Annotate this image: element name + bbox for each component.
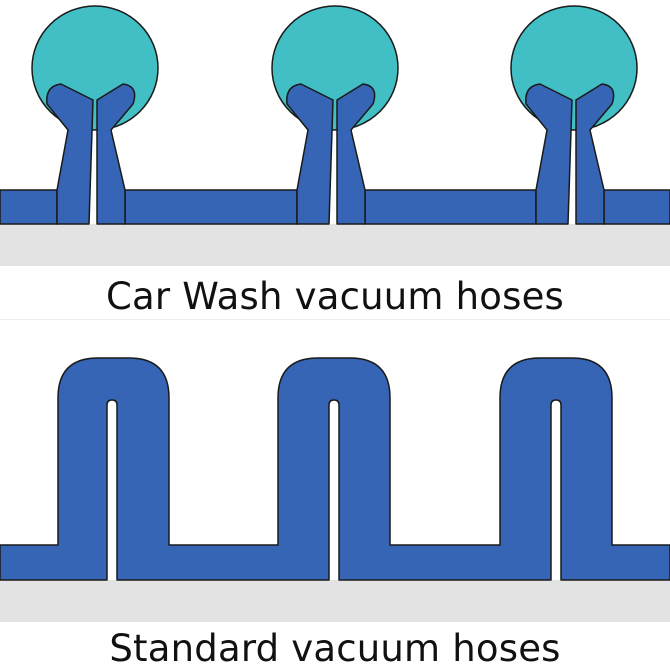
- fork-left-2: [286, 83, 334, 225]
- hose-bulb-2: [271, 5, 399, 131]
- standard-hose-profile: [0, 357, 670, 581]
- floor-band: [0, 224, 670, 266]
- fork-right-1: [96, 83, 136, 225]
- hose-bulb-1: [31, 5, 159, 131]
- fork-right-2: [336, 83, 376, 225]
- fork-left-1: [46, 83, 94, 225]
- hose-base-segment-4: [603, 189, 670, 225]
- hose-base-segment-2: [124, 189, 298, 225]
- car-wash-hose-diagram: Car Wash vacuum hoses: [0, 0, 670, 320]
- standard-caption: Standard vacuum hoses: [109, 627, 561, 670]
- fork-right-3: [575, 83, 615, 225]
- car-wash-caption: Car Wash vacuum hoses: [105, 275, 565, 318]
- hose-bulb-3: [510, 5, 638, 131]
- fork-left-3: [525, 83, 573, 225]
- hose-base-segment-3: [364, 189, 537, 225]
- standard-hose-cross-section: [0, 357, 670, 622]
- standard-hose-diagram: Standard vacuum hoses: [0, 320, 670, 672]
- hose-base-segment-1: [0, 189, 58, 225]
- car-wash-hose-cross-section: [0, 5, 670, 266]
- floor-band: [0, 580, 670, 622]
- section-divider: [0, 319, 670, 320]
